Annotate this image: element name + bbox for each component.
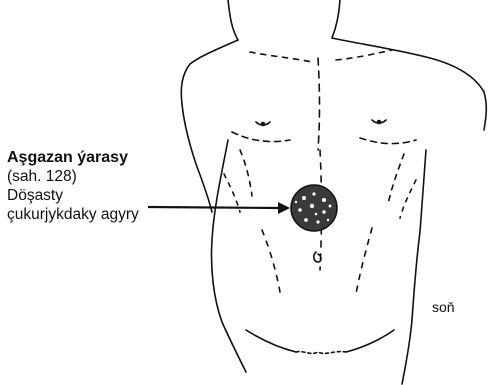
callout-reference: (sah. 128)	[7, 167, 139, 186]
groin-right-line	[346, 330, 394, 352]
callout-description-line2: çukurjykdaky agyry	[7, 205, 139, 224]
left-pectoral-line	[232, 132, 290, 142]
right-nipple-dot	[378, 121, 381, 124]
groin-left-line	[246, 330, 296, 352]
right-pectoral-line	[360, 138, 416, 144]
callout-description-line1: Döşasty	[7, 186, 139, 205]
clavicle-left	[250, 52, 312, 62]
callout-title: Aşgazan ýarasy	[7, 148, 139, 167]
right-torso-line	[402, 150, 426, 384]
left-nipple-dot	[262, 123, 265, 126]
right-shoulder-line	[332, 38, 484, 92]
neck-right-line	[332, 0, 340, 38]
navel	[314, 252, 321, 262]
callout-arrow-head	[278, 202, 290, 214]
sternum-line	[318, 58, 320, 150]
left-torso-line	[211, 140, 246, 372]
rib-right-1	[388, 154, 404, 204]
neck-left-line	[228, 0, 238, 40]
ulcer-callout: Aşgazan ýarasy (sah. 128) Döşasty çukurj…	[7, 148, 139, 224]
edge-text: soň	[432, 299, 455, 315]
rib-left-2	[224, 174, 240, 212]
rib-left-1	[240, 150, 252, 196]
pubic-hair	[296, 352, 346, 354]
left-shoulder-line	[181, 40, 238, 104]
clavicle-right	[336, 50, 392, 60]
abdomen-line-left	[262, 230, 280, 292]
ulcer-marker	[291, 185, 337, 231]
left-arm-line	[182, 104, 212, 212]
callout-arrow-line	[148, 207, 280, 208]
rib-right-2	[400, 180, 416, 218]
abdomen-line-right	[356, 228, 372, 294]
right-arm-line	[484, 92, 486, 130]
